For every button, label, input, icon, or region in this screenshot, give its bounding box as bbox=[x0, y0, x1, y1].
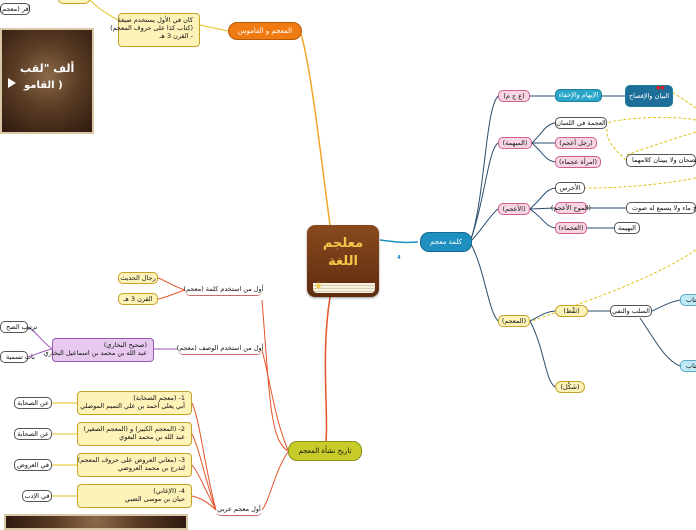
first-description-node[interactable]: أول من استخدم الوصف (معجم) bbox=[177, 343, 263, 355]
connector-arab-lex2 bbox=[191, 433, 217, 511]
branch-dictionary[interactable]: المعجم و القاموس bbox=[228, 22, 302, 40]
lexicon-tag-2[interactable]: عن الصحابة bbox=[14, 428, 52, 440]
connector-word-mubhama bbox=[469, 142, 499, 243]
bahima-node[interactable]: البهيمة bbox=[614, 222, 640, 234]
lexicon-tag-3[interactable]: في العروض bbox=[14, 459, 52, 471]
play-icon[interactable] bbox=[8, 78, 16, 88]
root-meaning[interactable]: الإبهام والإخفاء bbox=[555, 89, 602, 102]
book-pages bbox=[313, 283, 375, 293]
salb-node[interactable]: السلب والنفي bbox=[610, 305, 652, 317]
relation-dashed-6 bbox=[606, 126, 627, 161]
connector-dict-note bbox=[199, 24, 229, 32]
connector-salb-kitab1 bbox=[651, 299, 681, 312]
mubhama-child-rajul[interactable]: (رجل أعجم) bbox=[555, 137, 597, 149]
top-cut-node[interactable] bbox=[58, 0, 90, 4]
mindmeister-icon: ⁴ bbox=[397, 255, 401, 265]
lexicon-2[interactable]: 2- (المعجم الكبير) و (المعجم الصغير) عبد… bbox=[77, 422, 192, 446]
shakl-node[interactable]: (شَكْل) bbox=[555, 381, 585, 393]
bukhari-child-tartib[interactable]: ترتيب الصح bbox=[0, 321, 37, 333]
kitab-cut-2[interactable]: (كتاب bbox=[680, 360, 696, 372]
star-icon: ★ bbox=[314, 281, 323, 292]
video-thumbnail-top-left[interactable]: ألف "لقب ( القامو bbox=[0, 28, 94, 134]
connector-mubhama-imraa bbox=[531, 142, 556, 163]
relation-dashed-3 bbox=[584, 177, 696, 189]
a3jam-child-akhras[interactable]: الأخرس bbox=[555, 182, 585, 194]
mubhama-child-imraa[interactable]: (امرأة عجماء) bbox=[555, 156, 601, 168]
connector-a3jam-mawj bbox=[529, 207, 556, 210]
a3jam-child-mawj[interactable]: (الموج الأعجم) bbox=[551, 202, 591, 214]
center-title: معلجم اللغة bbox=[322, 236, 364, 269]
lexicon-tag-4[interactable]: في الإدب bbox=[22, 490, 52, 502]
top-cut-label[interactable]: أقر (معجم) bbox=[0, 3, 30, 15]
relation-dashed-5 bbox=[531, 249, 696, 322]
mubhama-node[interactable]: (المبهمة) bbox=[498, 137, 532, 149]
connector-a3jam-ajma bbox=[529, 208, 556, 229]
ajam-shared-note[interactable]: لا يفصحان ولا يبينان كلامهما bbox=[626, 154, 696, 167]
center-book-node[interactable]: معلجم اللغة ★ bbox=[307, 225, 379, 297]
dictionary-note[interactable]: كان في الأول يستخدم صيغة (كتاب كذا على ح… bbox=[110, 13, 200, 47]
naqt-node[interactable]: (نَقْط) bbox=[555, 305, 588, 317]
connector-center-history bbox=[324, 296, 331, 452]
first-use-child-century[interactable]: القرن 3 هـ bbox=[118, 293, 158, 305]
mubhama-child-ujma[interactable]: العجمة في اللسان bbox=[555, 117, 607, 129]
branch-word-dictionary[interactable]: كلمة معجم bbox=[420, 232, 472, 252]
connector-mu3jam-naqt bbox=[529, 310, 556, 322]
connector-history-left bbox=[261, 299, 289, 452]
connector-firstuse-child2 bbox=[157, 289, 186, 300]
connector-arab-lex3 bbox=[191, 464, 217, 511]
connector-arab-lex4 bbox=[191, 495, 217, 511]
connector-word-root bbox=[469, 95, 499, 243]
connector-history-arab bbox=[261, 451, 289, 511]
connector-center-word bbox=[379, 239, 419, 244]
first-arab-node[interactable]: أول معجم عربي bbox=[216, 504, 262, 516]
connector-mubhama-children bbox=[531, 122, 556, 144]
connector-arab-lex1 bbox=[191, 402, 217, 511]
image-thumbnail-bottom-left bbox=[4, 514, 188, 530]
connector-dict-top bbox=[89, 0, 119, 21]
connector-firstuse-children bbox=[157, 277, 186, 291]
lexicon-4[interactable]: 4- (الإغاني) حيان بن موسى الضبي bbox=[77, 484, 192, 508]
first-use-node[interactable]: أول من استخدم كلمة (معجم) bbox=[184, 284, 263, 296]
a3jam-node[interactable]: (الأعجم) bbox=[498, 203, 530, 215]
mu3jam-node[interactable]: (المعجم) bbox=[498, 315, 530, 327]
connector-bukhari-child2 bbox=[27, 348, 53, 358]
mawj-note[interactable]: لا ينضح ماء ولا يسمع له صوت bbox=[626, 202, 696, 214]
kitab-cut-1[interactable]: (كتاب bbox=[680, 294, 696, 306]
alert-icon: ●● bbox=[656, 85, 665, 91]
connector-center-dictionary bbox=[299, 30, 331, 226]
lexicon-tag-1[interactable]: عن الصحابة bbox=[14, 397, 52, 409]
branch-history[interactable]: تاريخ نشأة المعجم bbox=[288, 441, 362, 461]
lexicon-1[interactable]: 1- (معجم الصحابة) أبي يعلى أحمد بن علي ا… bbox=[77, 391, 192, 415]
connector-bukhari-children bbox=[27, 326, 53, 350]
root-node[interactable]: (ع ج م) bbox=[498, 90, 530, 102]
connector-history-desc bbox=[261, 349, 289, 451]
connector-word-mu3jam bbox=[469, 241, 499, 322]
lexicon-3[interactable]: 3- (معاني العروض على حروف المعجم) لتذرج … bbox=[77, 453, 192, 477]
connector-mu3jam-shakl bbox=[529, 320, 556, 388]
relation-dashed-2 bbox=[625, 131, 696, 156]
first-use-child-rijal[interactable]: رجال الحديث bbox=[118, 272, 158, 284]
video-title-line2: ( القامو bbox=[24, 80, 63, 91]
eloquence-node[interactable]: البيان والإفصاح bbox=[625, 85, 673, 107]
a3jam-child-ajma[interactable]: (العجماء) bbox=[555, 222, 587, 234]
bukhari-node[interactable]: (صحيح البخاري) عبد الله بن محمد بن اسماع… bbox=[44, 338, 154, 362]
connector-word-a3jam bbox=[469, 208, 499, 243]
relation-dashed-1 bbox=[607, 116, 696, 124]
connector-a3jam-children bbox=[529, 187, 556, 210]
bukhari-child-bab[interactable]: باب تسمية bbox=[0, 351, 35, 363]
connector-salb-kitab2 bbox=[639, 317, 681, 367]
video-title-line1: ألف "لقب bbox=[20, 62, 75, 75]
